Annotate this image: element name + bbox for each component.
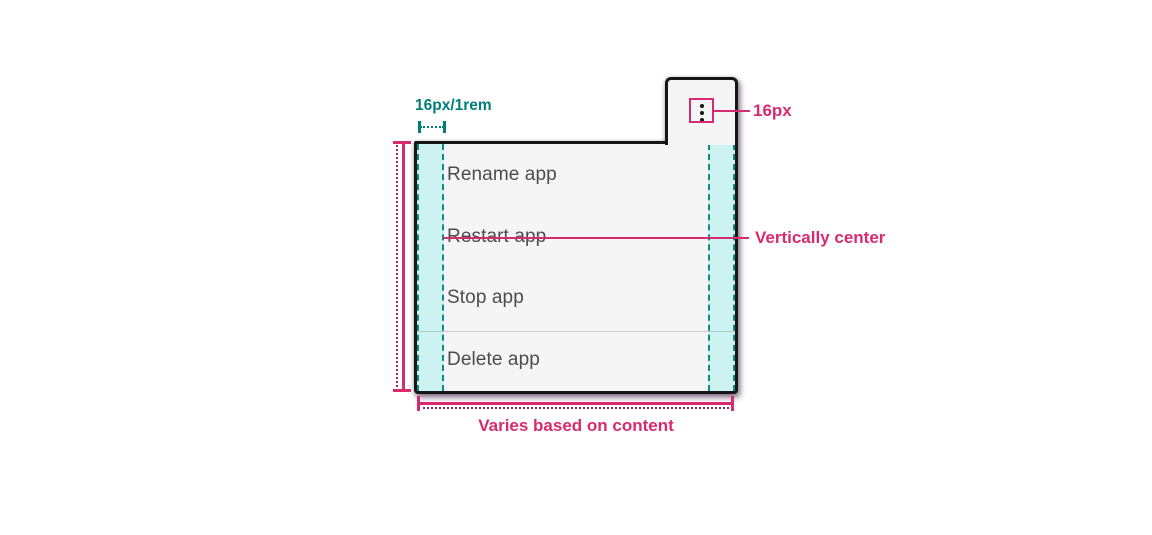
menu-divider: [417, 331, 735, 332]
trigger-size-label: 16px: [753, 101, 792, 120]
kebab-dot: [699, 117, 704, 122]
menu-item-label: Stop app: [447, 287, 524, 309]
width-measure-cap-right: [731, 396, 734, 411]
kebab-dot: [699, 103, 704, 108]
kebab-dot: [699, 110, 704, 115]
menu-item-delete-app[interactable]: Delete app: [417, 329, 735, 391]
vertical-center-label: Vertically center: [755, 228, 886, 247]
trigger-size-highlight-box: [689, 98, 714, 123]
menu-item-label: Rename app: [447, 163, 557, 185]
menu-item-stop-app[interactable]: Stop app: [417, 268, 735, 330]
menu-item-rename-app[interactable]: Rename app: [417, 144, 735, 206]
width-measure-dotted-line: [418, 407, 733, 409]
padding-highlight-left: [417, 144, 444, 391]
padding-bracket-cap-left: [418, 121, 421, 133]
menu-item-label: Restart app: [447, 226, 546, 248]
padding-size-label: 16px/1rem: [415, 97, 492, 114]
padding-bracket-cap-right: [443, 121, 446, 133]
height-measure-cap-bottom: [393, 389, 411, 392]
trigger-size-callout-line: [714, 109, 750, 112]
height-measure-cap-top: [393, 141, 411, 144]
height-measure-line: [402, 142, 405, 391]
padding-bracket-dotted-line: [420, 126, 444, 128]
width-measure-cap-left: [417, 396, 420, 411]
width-measure-label: Varies based on content: [478, 416, 674, 435]
kebab-icon: [699, 103, 704, 122]
padding-highlight-right: [708, 144, 735, 391]
menu-item-restart-app[interactable]: Restart app: [417, 206, 735, 268]
vertical-center-callout-line: [443, 236, 749, 239]
menu-item-list: Rename app Restart app Stop app Delete a…: [417, 144, 735, 391]
menu-item-label: Delete app: [447, 349, 540, 371]
overflow-menu-panel: [414, 141, 738, 394]
height-measure-dotted-line: [396, 142, 398, 391]
width-measure-line: [418, 402, 733, 405]
